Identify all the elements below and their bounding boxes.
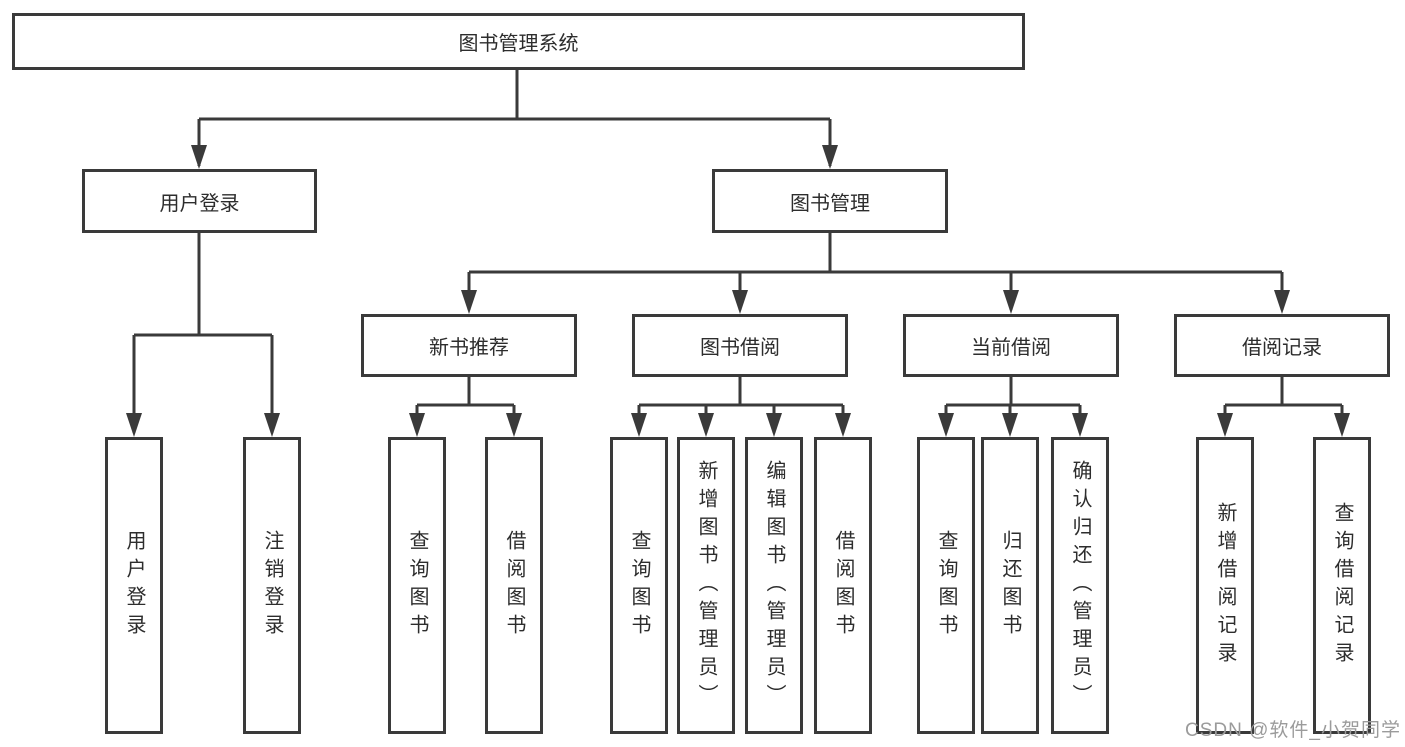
leaf-borrow-books-1: 借阅图书 — [485, 437, 543, 734]
leaf-query-books-3-label: 查询图书 — [935, 529, 957, 642]
node-current-borrow-label: 当前借阅 — [971, 337, 1051, 359]
leaf-query-borrow-record-label: 查询借阅记录 — [1331, 501, 1353, 670]
leaf-query-borrow-record: 查询借阅记录 — [1313, 437, 1371, 734]
leaf-borrow-books-2: 借阅图书 — [814, 437, 872, 734]
leaf-confirm-return: 确认归还（管理员） — [1051, 437, 1109, 734]
leaf-add-borrow-record: 新增借阅记录 — [1196, 437, 1254, 734]
connector-book-mgmt-children — [461, 233, 1290, 314]
node-book-management: 图书管理 — [712, 169, 948, 233]
leaf-logout-label: 注销登录 — [261, 529, 283, 642]
node-book-borrow-label: 图书借阅 — [700, 337, 780, 359]
leaf-user-login-label: 用户登录 — [123, 529, 145, 642]
leaf-add-book: 新增图书（管理员） — [677, 437, 735, 734]
connector-current-borrow-children — [938, 377, 1088, 437]
connector-root-to-level1 — [191, 70, 838, 169]
node-user-login-label: 用户登录 — [159, 192, 240, 215]
leaf-query-books-2-label: 查询图书 — [628, 529, 650, 642]
leaf-borrow-books-1-label: 借阅图书 — [503, 529, 525, 642]
leaf-return-book-label: 归还图书 — [999, 529, 1021, 642]
node-book-borrow: 图书借阅 — [632, 314, 848, 377]
leaf-query-books-2: 查询图书 — [610, 437, 668, 734]
node-root: 图书管理系统 — [12, 13, 1025, 70]
leaf-add-book-label: 新增图书（管理员） — [695, 459, 717, 712]
node-new-book-recommend-label: 新书推荐 — [429, 337, 509, 359]
leaf-edit-book: 编辑图书（管理员） — [745, 437, 803, 734]
leaf-logout: 注销登录 — [243, 437, 301, 734]
connector-book-borrow-children — [631, 377, 851, 437]
leaf-borrow-books-2-label: 借阅图书 — [832, 529, 854, 642]
leaf-edit-book-label: 编辑图书（管理员） — [763, 459, 785, 712]
leaf-query-books-1: 查询图书 — [388, 437, 446, 734]
connector-new-book-rec-children — [409, 377, 522, 437]
node-book-management-label: 图书管理 — [790, 192, 870, 215]
leaf-confirm-return-label: 确认归还（管理员） — [1069, 459, 1091, 712]
leaf-add-borrow-record-label: 新增借阅记录 — [1214, 501, 1236, 670]
node-borrow-records-label: 借阅记录 — [1242, 337, 1322, 359]
node-new-book-recommend: 新书推荐 — [361, 314, 577, 377]
leaf-query-books-3: 查询图书 — [917, 437, 975, 734]
leaf-return-book: 归还图书 — [981, 437, 1039, 734]
node-user-login: 用户登录 — [82, 169, 317, 233]
node-root-label: 图书管理系统 — [458, 33, 579, 55]
leaf-user-login: 用户登录 — [105, 437, 163, 734]
node-current-borrow: 当前借阅 — [903, 314, 1119, 377]
csdn-watermark: CSDN @软件_小贺同学 — [1185, 720, 1401, 741]
leaf-query-books-1-label: 查询图书 — [406, 529, 428, 642]
connector-borrow-records-children — [1217, 377, 1350, 437]
node-borrow-records: 借阅记录 — [1174, 314, 1390, 377]
connector-user-login-children — [126, 233, 280, 437]
